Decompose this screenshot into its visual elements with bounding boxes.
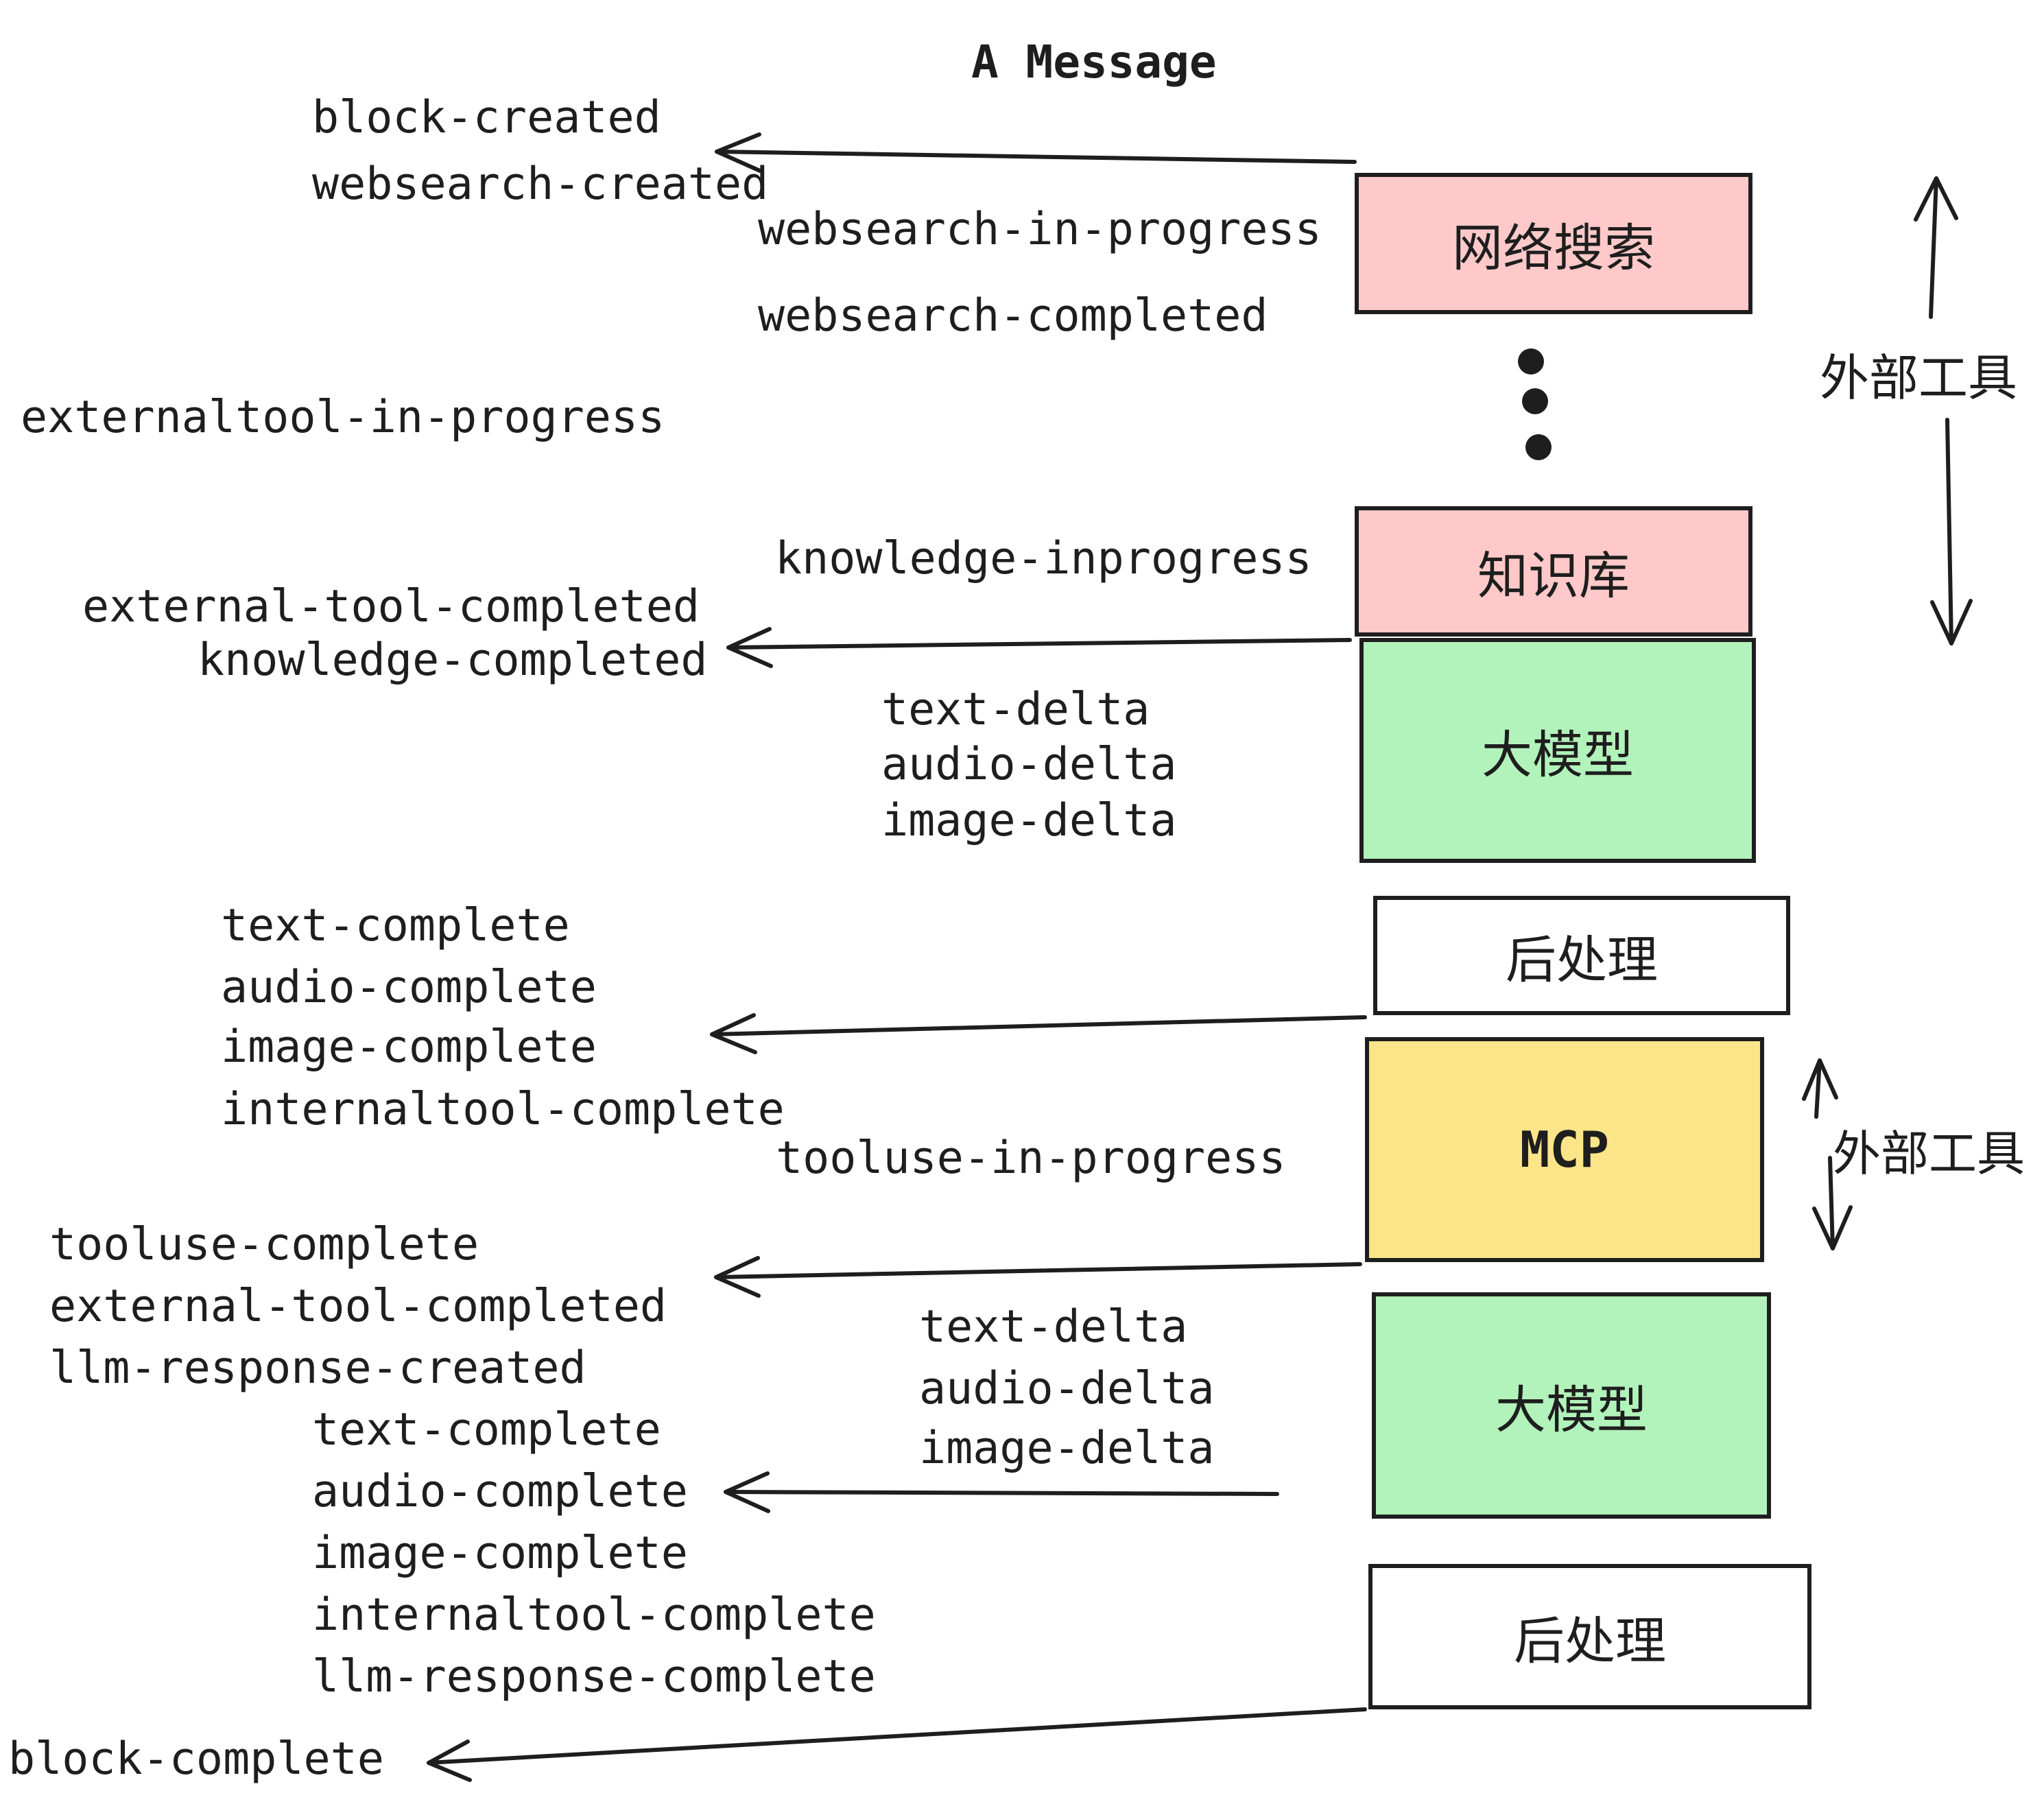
box-knowledge-label: 知识库 xyxy=(1477,546,1630,606)
event-internaltool-complete-2: internaltool-complete xyxy=(312,1589,876,1641)
mcp-external-tools-up-arrow-icon xyxy=(1802,1058,1838,1119)
event-image-delta-2: image-delta xyxy=(919,1423,1215,1474)
event-external-tool-completed-1: external-tool-completed xyxy=(82,581,700,632)
event-websearch-created: websearch-created xyxy=(312,158,769,210)
arrow-to-audio-complete-icon xyxy=(724,1471,1279,1513)
arrow-to-knowledge-completed-icon xyxy=(726,627,1352,668)
event-external-tool-completed-2: external-tool-completed xyxy=(49,1281,667,1332)
event-knowledge-completed: knowledge-completed xyxy=(198,634,708,686)
box-postprocess-1-label: 后处理 xyxy=(1506,930,1658,990)
box-llm-2-label: 大模型 xyxy=(1495,1380,1648,1440)
event-text-complete-1: text-complete xyxy=(221,900,570,951)
box-llm-1: 大模型 xyxy=(1359,638,1756,863)
event-image-delta-1: image-delta xyxy=(881,795,1177,846)
box-postprocess-2: 后处理 xyxy=(1368,1564,1811,1709)
box-mcp: MCP xyxy=(1365,1037,1764,1262)
arrow-to-image-complete-icon xyxy=(710,1013,1367,1054)
external-tools-label-lower: 外部工具 xyxy=(1833,1126,2025,1182)
arrow-to-tooluse-complete-icon xyxy=(714,1256,1362,1298)
event-audio-delta-1: audio-delta xyxy=(881,739,1177,790)
box-websearch-label: 网络搜索 xyxy=(1452,218,1655,278)
arrow-to-block-complete-icon xyxy=(427,1707,1367,1782)
event-block-created: block-created xyxy=(312,92,661,143)
event-knowledge-inprogress: knowledge-inprogress xyxy=(775,533,1312,584)
event-audio-complete-2: audio-complete xyxy=(312,1466,688,1517)
external-tools-label-upper: 外部工具 xyxy=(1820,349,2018,407)
event-externaltool-in-progress: externaltool-in-progress xyxy=(21,392,665,443)
event-tooluse-in-progress: tooluse-in-progress xyxy=(776,1132,1286,1184)
ellipsis-dots-icon xyxy=(1518,348,1552,460)
event-websearch-in-progress: websearch-in-progress xyxy=(758,204,1322,255)
event-internaltool-complete-1: internaltool-complete xyxy=(221,1084,785,1135)
arrow-to-websearch-created-icon xyxy=(715,132,1357,173)
box-llm-1-label: 大模型 xyxy=(1482,725,1634,785)
external-tools-up-arrow-icon xyxy=(1914,176,1958,319)
box-llm-2: 大模型 xyxy=(1372,1292,1771,1519)
event-audio-delta-2: audio-delta xyxy=(919,1363,1215,1414)
event-text-delta-1: text-delta xyxy=(881,684,1150,735)
event-llm-response-complete: llm-response-complete xyxy=(312,1651,876,1702)
event-tooluse-complete: tooluse-complete xyxy=(49,1219,479,1270)
box-postprocess-2-label: 后处理 xyxy=(1514,1611,1666,1671)
event-image-complete-2: image-complete xyxy=(312,1528,688,1579)
box-postprocess-1: 后处理 xyxy=(1373,896,1790,1015)
box-mcp-label: MCP xyxy=(1519,1121,1610,1178)
diagram-title: A Message xyxy=(971,36,1217,88)
event-audio-complete-1: audio-complete xyxy=(221,962,597,1013)
external-tools-down-arrow-icon xyxy=(1930,418,1973,645)
box-websearch: 网络搜索 xyxy=(1355,173,1752,314)
event-text-delta-2: text-delta xyxy=(919,1301,1188,1353)
box-knowledge: 知识库 xyxy=(1355,506,1752,637)
event-text-complete-2: text-complete xyxy=(312,1404,661,1456)
event-image-complete-1: image-complete xyxy=(221,1021,597,1073)
event-llm-response-created: llm-response-created xyxy=(49,1342,586,1394)
event-websearch-completed: websearch-completed xyxy=(758,290,1268,342)
event-block-complete: block-complete xyxy=(8,1733,384,1785)
